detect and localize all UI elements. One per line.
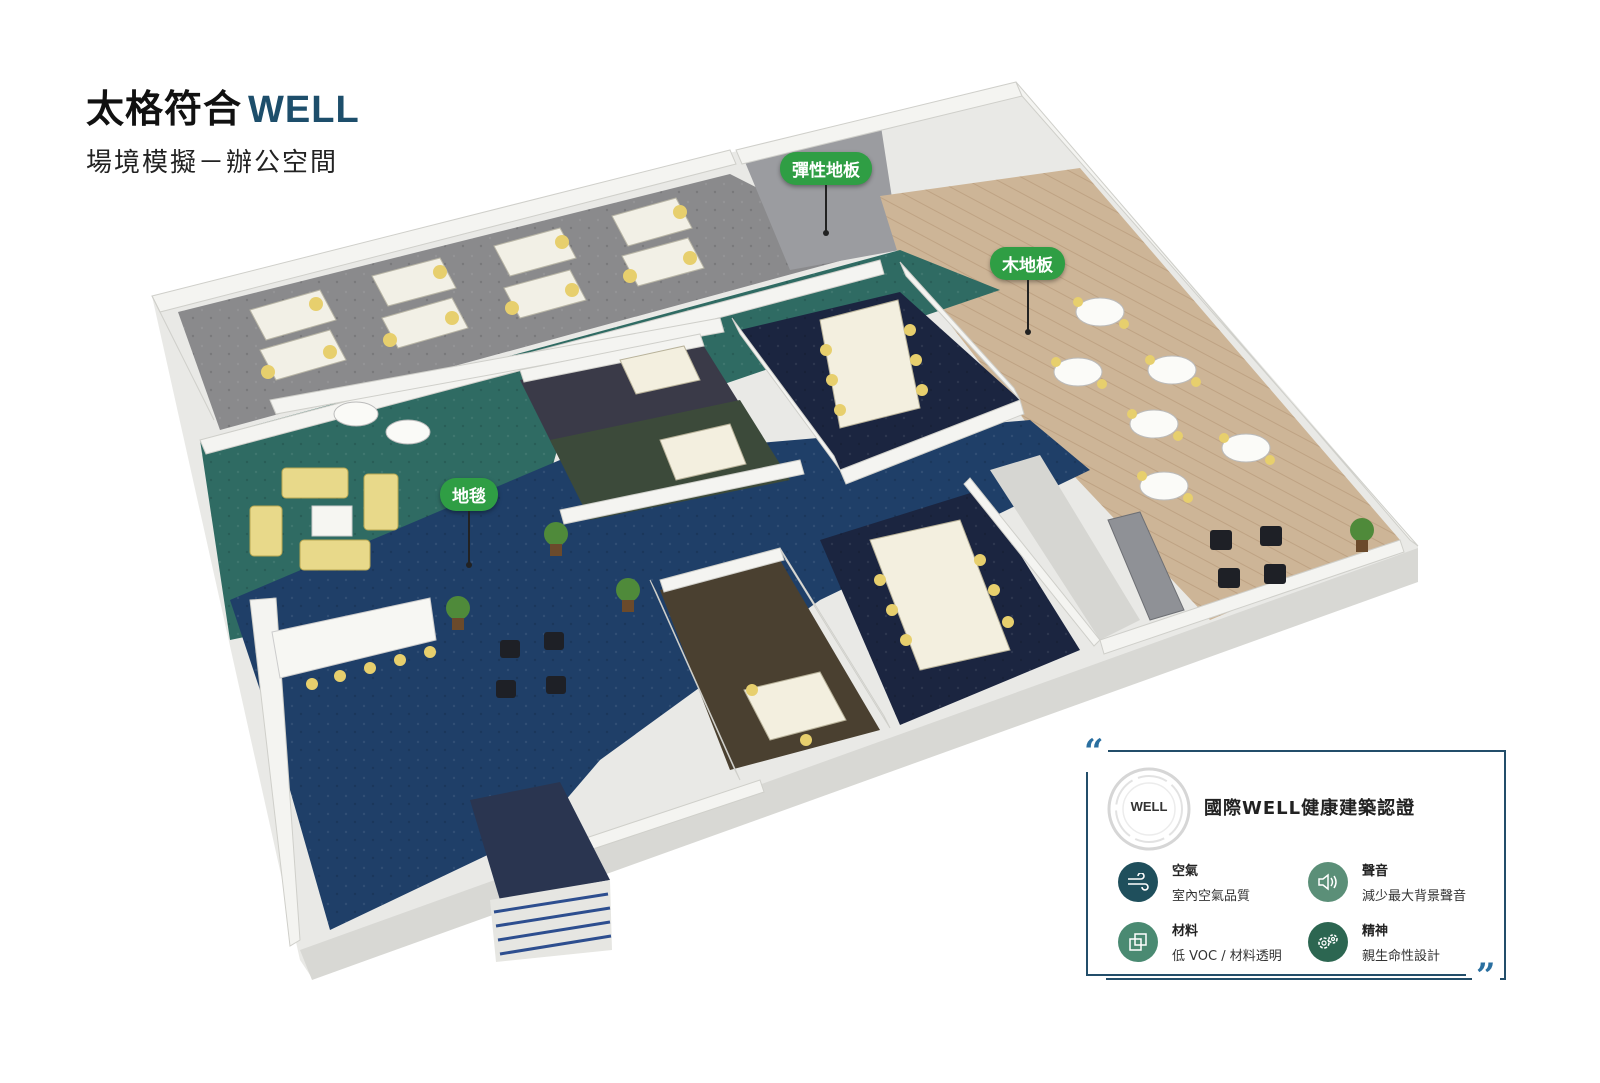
lockers xyxy=(1107,511,1185,621)
page-title-text: 太格符合 xyxy=(86,87,243,131)
meeting-tables xyxy=(619,299,1011,741)
feature-air: 空氣室內空氣品質 xyxy=(1118,860,1250,904)
materials-icon xyxy=(1118,922,1158,962)
cafe-tables-left xyxy=(333,401,431,445)
quote-open-icon: “ xyxy=(1080,732,1108,772)
meeting-chairs xyxy=(746,324,1014,746)
bar-stools xyxy=(306,646,436,690)
feature-air-desc: 室內空氣品質 xyxy=(1172,889,1251,904)
stairs xyxy=(470,782,612,962)
badge-text: WELL xyxy=(1130,799,1168,814)
lounge-table xyxy=(311,505,353,537)
label-wood-floor: 木地板 xyxy=(990,247,1065,335)
pantry-counter xyxy=(271,597,437,679)
feature-materials-desc: 低 VOC / 材料透明 xyxy=(1172,949,1282,964)
plants xyxy=(446,518,1374,630)
gears-icon xyxy=(1308,922,1348,962)
page-title-brand: WELL xyxy=(248,89,360,131)
cafe-tables-wood xyxy=(1051,297,1275,503)
feature-materials: 材料低 VOC / 材料透明 xyxy=(1118,920,1282,964)
page-subtitle: 場境模擬－辦公空間 xyxy=(86,148,339,178)
speaker-icon xyxy=(1308,862,1348,902)
air-icon xyxy=(1118,862,1158,902)
feature-materials-title: 材料 xyxy=(1172,924,1199,939)
feature-sound: 聲音減少最大背景聲音 xyxy=(1308,860,1466,904)
feature-mind: 精神親生命性設計 xyxy=(1308,920,1440,964)
feature-sound-title: 聲音 xyxy=(1362,864,1389,879)
lounge-sofas xyxy=(249,467,399,571)
black-armchairs xyxy=(496,526,1286,698)
carpet-tag: 地毯 xyxy=(440,478,498,511)
feature-mind-title: 精神 xyxy=(1362,924,1389,939)
feature-sound-desc: 減少最大背景聲音 xyxy=(1362,889,1467,904)
workstation-desks xyxy=(249,197,705,381)
feature-mind-desc: 親生命性設計 xyxy=(1362,949,1441,964)
raised-floor-tag: 彈性地板 xyxy=(780,152,872,185)
quote-close-icon: ” xyxy=(1472,956,1500,996)
well-certification-card: “ ” WELL 國際WELL健康建築認證 空氣室內空氣品質 聲音減少最大背景聲… xyxy=(1080,732,1514,996)
label-raised-floor: 彈性地板 xyxy=(780,152,872,236)
storage-room xyxy=(990,455,1140,640)
label-carpet: 地毯 xyxy=(440,478,498,568)
wood-floor-tag: 木地板 xyxy=(990,247,1065,280)
well-badge-icon: WELL xyxy=(1106,766,1192,852)
feature-air-title: 空氣 xyxy=(1172,864,1199,879)
card-title: 國際WELL健康建築認證 xyxy=(1204,798,1416,819)
